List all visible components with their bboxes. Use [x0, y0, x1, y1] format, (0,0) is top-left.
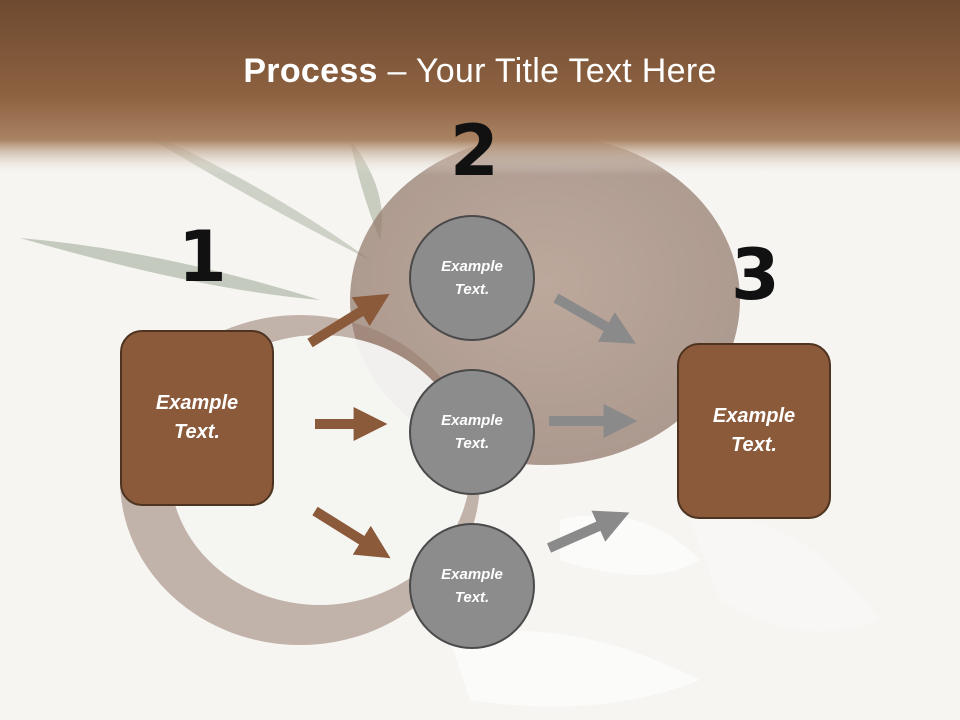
step-box-1-text: Example Text. [155, 392, 239, 443]
step-number-1: 1 [178, 216, 227, 298]
process-circle-bottom: Example Text. [409, 523, 535, 649]
step-number-3: 3 [731, 234, 780, 316]
title-bold: Process [243, 52, 378, 90]
header-band [0, 0, 960, 175]
process-circle-middle: Example Text. [409, 369, 535, 495]
arrow-top-circle-to-3 [553, 293, 636, 344]
coconut-piece [690, 517, 880, 632]
arrow-1-to-bottom-circle [312, 506, 391, 559]
slide-title: Process – Your Title Text Here [0, 52, 960, 91]
leaf-shape [20, 238, 320, 300]
coconut-piece [450, 631, 700, 707]
process-circle-bottom-text: Example Text. [441, 566, 503, 606]
title-rest: – Your Title Text Here [377, 52, 717, 90]
step-box-3-text: Example Text. [712, 405, 796, 456]
step-number-2: 2 [450, 110, 499, 192]
step-box-1: Example Text. [120, 330, 274, 506]
arrow-bottom-circle-to-3 [546, 510, 630, 553]
process-circle-middle-text: Example Text. [441, 412, 503, 452]
process-circle-top-text: Example Text. [441, 258, 503, 298]
step-box-3: Example Text. [677, 343, 831, 519]
arrow-1-to-top-circle [307, 293, 390, 348]
process-circle-top: Example Text. [409, 215, 535, 341]
